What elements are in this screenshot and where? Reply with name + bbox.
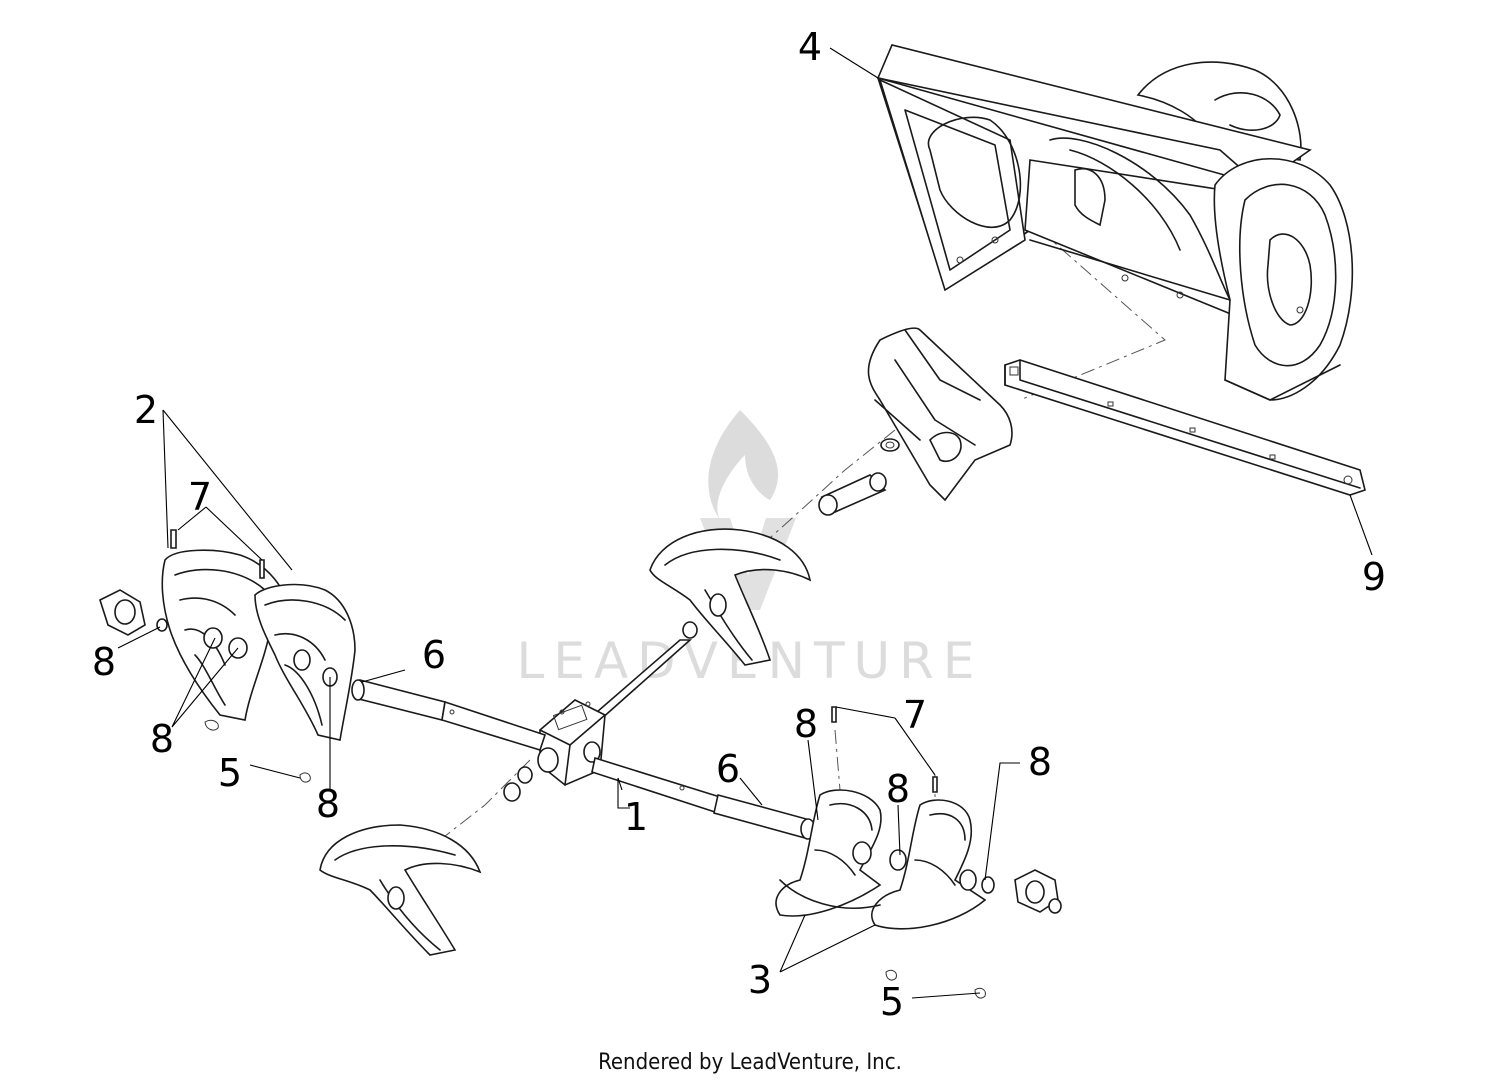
shaft-washers: [503, 621, 698, 802]
footer-credit: Rendered by LeadVenture, Inc.: [598, 1050, 902, 1075]
auger-flight-center-upper: [649, 528, 812, 666]
impeller: [867, 327, 1013, 502]
callout-8-left-outer: 8: [92, 640, 116, 684]
bushing: [818, 472, 887, 516]
callout-labels: 4 2 7 8 8 5 8 6 1 6 8 7 8 8 3 5 9: [92, 25, 1386, 1024]
auger-right-assembly: [775, 706, 1062, 999]
leader-lines: [117, 47, 1373, 999]
auger-flight-center-lower: [319, 824, 482, 956]
callout-5-left: 5: [218, 751, 242, 795]
callout-8-right-shaft: 8: [794, 702, 818, 746]
watermark-flame-icon: [708, 410, 779, 520]
callout-8-right-inner: 8: [886, 767, 910, 811]
callout-9: 9: [1362, 555, 1386, 599]
callout-8-left-inner: 8: [150, 717, 174, 761]
callout-5-right: 5: [880, 980, 904, 1024]
callout-8-right-outer: 8: [1028, 740, 1052, 784]
auger-left-assembly: [99, 529, 356, 783]
auger-shaft: [351, 679, 816, 840]
callout-7-left: 7: [188, 475, 212, 519]
auger-housing: [876, 44, 1354, 401]
callout-7-right: 7: [903, 693, 927, 737]
callout-2: 2: [134, 388, 158, 432]
callout-4: 4: [798, 25, 822, 69]
callout-1: 1: [624, 795, 648, 839]
gearbox: [537, 639, 693, 786]
callout-8-left-shaft: 8: [316, 782, 340, 826]
callout-6-left: 6: [422, 633, 446, 677]
callout-6-right: 6: [716, 747, 740, 791]
shave-plate: [1004, 359, 1366, 496]
callout-3: 3: [748, 958, 772, 1002]
